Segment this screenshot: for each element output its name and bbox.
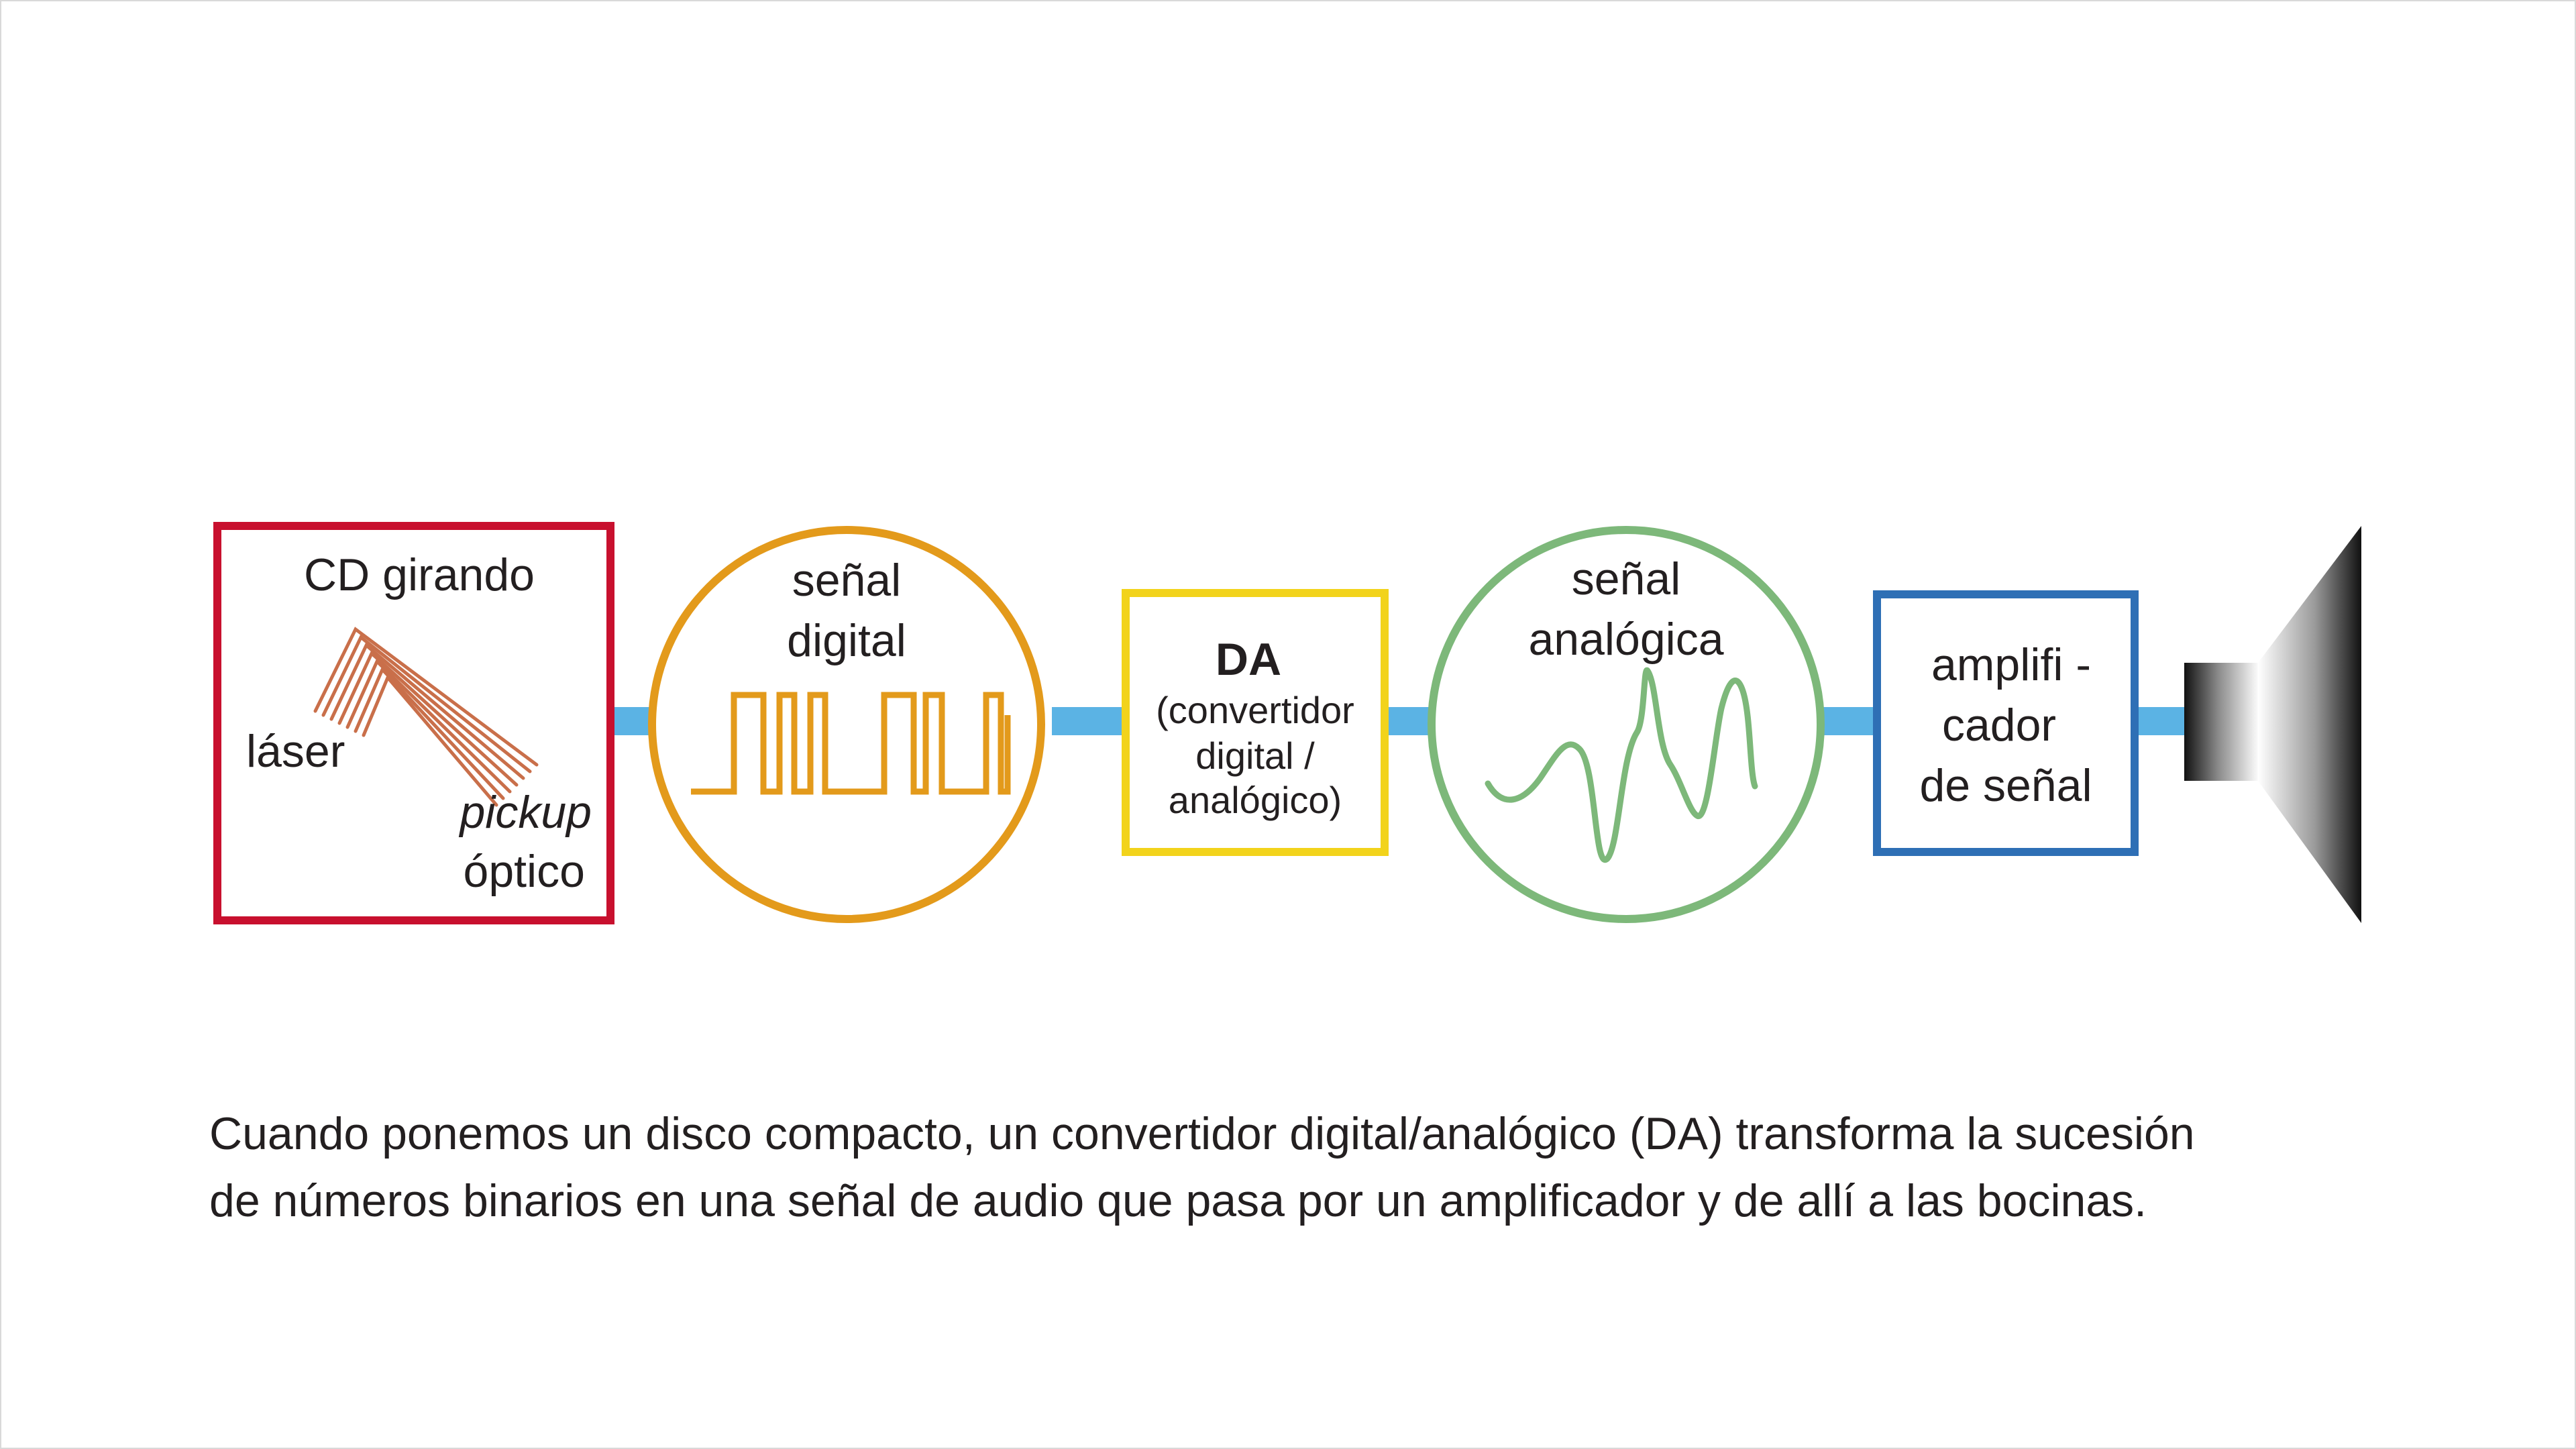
amp-line2: cador [1942, 700, 2056, 751]
square-wave-icon [691, 692, 1011, 795]
amp-line3: de señal [1919, 760, 2092, 811]
da-converter-box: DA (convertidor digital / analógico) [1122, 589, 1389, 856]
connector-analog-amp [1823, 707, 1877, 735]
amplifier-box: amplifi - cador de señal [1873, 590, 2139, 856]
analog-label-line2: analógica [1528, 614, 1723, 665]
connector-lines [610, 707, 2184, 735]
da-line1: (convertidor [1156, 689, 1354, 731]
connector-digital-da [1052, 707, 1126, 735]
pickup-label: pickup [458, 787, 592, 838]
cd-title: CD girando [304, 549, 535, 600]
speaker-icon [2184, 526, 2361, 923]
caption-line1: Cuando ponemos un disco compacto, un con… [209, 1108, 2195, 1159]
da-line3: analógico) [1169, 779, 1342, 821]
digital-label-line2: digital [787, 615, 906, 666]
optico-label: óptico [464, 846, 585, 897]
cd-box: CD girando láser pickup óptico [213, 522, 614, 924]
analog-wave-icon [1485, 667, 1758, 863]
da-line2: digital / [1195, 735, 1315, 777]
analog-signal-circle: señal analógica [1428, 526, 1825, 923]
connector-amp-speaker [2135, 707, 2184, 735]
da-title: DA [1216, 634, 1281, 685]
connector-da-analog [1385, 707, 1430, 735]
laser-label: láser [246, 726, 345, 777]
laser-beam-icon [313, 627, 539, 807]
caption-line2: de números binarios en una señal de audi… [209, 1175, 2147, 1226]
analog-label-line1: señal [1572, 553, 1681, 604]
digital-signal-circle: señal digital [648, 526, 1045, 923]
amp-line1: amplifi - [1931, 639, 2091, 690]
figure-caption: Cuando ponemos un disco compacto, un con… [209, 1100, 2423, 1234]
digital-label-line1: señal [792, 555, 902, 606]
